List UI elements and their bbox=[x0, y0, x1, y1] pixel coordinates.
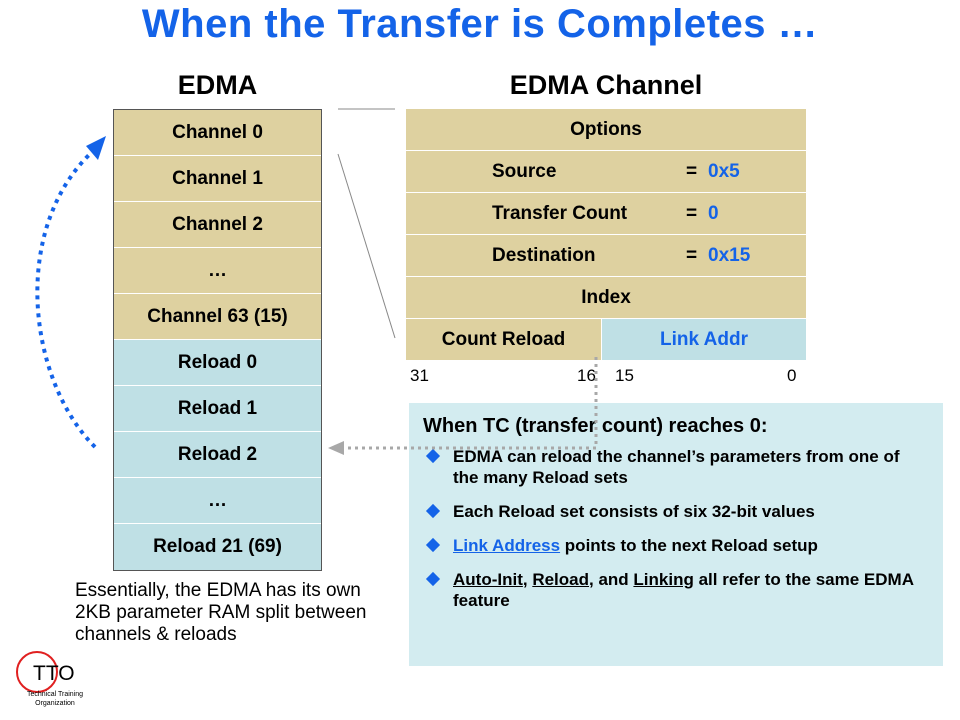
param-ram-note: Essentially, the EDMA has its own 2KB pa… bbox=[75, 580, 367, 645]
logo-line-2: Organization bbox=[35, 700, 75, 707]
channel-63-cell: Channel 63 (15) bbox=[114, 294, 321, 340]
reload-loop-arrow-path bbox=[35, 150, 97, 449]
link-arrow-head-icon bbox=[328, 441, 344, 455]
bit-15-label: 15 bbox=[615, 366, 634, 385]
auto-init-term: Auto-Init bbox=[453, 570, 523, 589]
options-register: Options bbox=[406, 109, 806, 150]
count-reload-field: Count Reload bbox=[406, 319, 601, 360]
channel-2-cell: Channel 2 bbox=[114, 202, 321, 248]
destination-equals: = bbox=[686, 244, 698, 266]
logo-line-1: Technical Training bbox=[27, 691, 83, 698]
note-item-six-values: Each Reload set consists of six 32-bit v… bbox=[423, 501, 929, 522]
note-item-same-feature: Auto-Init, Reload, and Linking all refer… bbox=[423, 569, 929, 611]
destination-value: 0x15 bbox=[708, 244, 751, 266]
logo-name: TTO bbox=[33, 662, 75, 685]
source-value: 0x5 bbox=[708, 160, 740, 182]
index-register: Index bbox=[406, 277, 806, 318]
sep-2: , and bbox=[589, 570, 634, 589]
bit-16-label: 16 bbox=[577, 366, 596, 385]
note-item-reload: EDMA can reload the channel’s parameters… bbox=[423, 446, 929, 488]
bit-31-label: 31 bbox=[410, 366, 429, 385]
source-register: Source = 0x5 bbox=[406, 151, 806, 192]
transfer-count-value: 0 bbox=[708, 202, 719, 224]
bit-0-label: 0 bbox=[787, 366, 797, 385]
source-equals: = bbox=[686, 160, 698, 182]
reload-term: Reload bbox=[532, 570, 589, 589]
reload-1-cell: Reload 1 bbox=[114, 386, 321, 432]
channel-ellipsis-cell: … bbox=[114, 248, 321, 294]
sep-1: , bbox=[522, 570, 533, 589]
source-label: Source bbox=[492, 160, 557, 182]
destination-register: Destination = 0x15 bbox=[406, 235, 806, 276]
edma-param-stack: Channel 0 Channel 1 Channel 2 … Channel … bbox=[113, 109, 322, 571]
link-addr-field: Link Addr bbox=[602, 319, 806, 360]
zoom-line-bottom bbox=[337, 153, 396, 339]
reload-ellipsis-cell: … bbox=[114, 478, 321, 524]
link-arrow-path bbox=[342, 357, 598, 450]
logo-circle-icon bbox=[16, 651, 58, 693]
reload-21-cell: Reload 21 (69) bbox=[114, 524, 321, 570]
reload-loop-arrow-head-icon bbox=[86, 136, 106, 160]
transfer-count-equals: = bbox=[686, 202, 698, 224]
channel-0-cell: Channel 0 bbox=[114, 110, 321, 156]
destination-label: Destination bbox=[492, 244, 596, 266]
reload-link-register: Count Reload Link Addr bbox=[406, 319, 806, 360]
channel-registers: Options Source = 0x5 Transfer Count = 0 … bbox=[406, 109, 806, 361]
edma-heading: EDMA bbox=[177, 70, 258, 100]
transfer-count-label: Transfer Count bbox=[492, 202, 628, 224]
reload-0-cell: Reload 0 bbox=[114, 340, 321, 386]
note-item-link-address: Link Address points to the next Reload s… bbox=[423, 535, 929, 556]
note-heading: When TC (transfer count) reaches 0: bbox=[423, 415, 768, 437]
linking-term: Linking bbox=[633, 570, 694, 589]
note-item-six-values-text: Each Reload set consists of six 32-bit v… bbox=[453, 502, 815, 521]
link-address-link[interactable]: Link Address bbox=[453, 536, 561, 555]
note-item-same-feature-text: all refer to the same EDMA feature bbox=[453, 570, 914, 610]
tto-logo: TTO Technical Training Organization bbox=[7, 650, 97, 714]
note-item-link-address-text: points to the next Reload setup bbox=[560, 536, 818, 555]
slide-title: When the Transfer is Completes … bbox=[141, 2, 819, 46]
transfer-count-register: Transfer Count = 0 bbox=[406, 193, 806, 234]
channel-1-cell: Channel 1 bbox=[114, 156, 321, 202]
note-list: EDMA can reload the channel’s parameters… bbox=[423, 446, 929, 611]
note-item-reload-text: EDMA can reload the channel’s parameters… bbox=[453, 447, 900, 487]
edma-channel-heading: EDMA Channel bbox=[509, 70, 703, 100]
reload-2-cell: Reload 2 bbox=[114, 432, 321, 478]
